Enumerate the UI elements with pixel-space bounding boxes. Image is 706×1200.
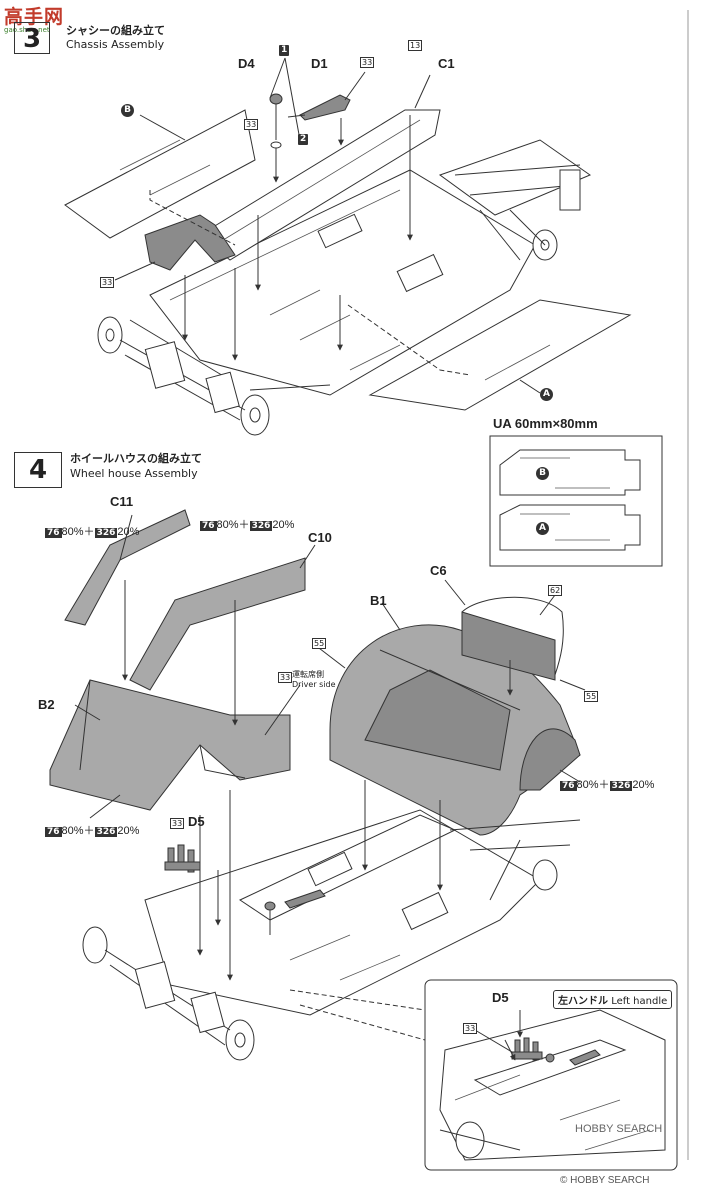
label-c1: C1: [438, 56, 455, 71]
driver-side-jp: 運転席側: [292, 670, 324, 679]
part-d5: [164, 844, 201, 873]
rear-suspension-step4: [449, 819, 581, 901]
inset-label-part-33: 33: [463, 1023, 478, 1034]
part-33-console: [144, 214, 236, 271]
paint-ratio-1: 80%＋: [576, 779, 610, 791]
inset-left-handle-label: 左ハンドル Left handle: [553, 990, 673, 1009]
label-part-33-driver: 33: [278, 672, 293, 683]
label-part-62: 62: [548, 585, 563, 596]
label-d4: D4: [238, 56, 255, 71]
paint-chip-76: 76: [560, 781, 577, 791]
front-suspension: [97, 316, 331, 436]
ua-label-a: A: [536, 522, 549, 535]
driver-side-en: Driver side: [292, 680, 336, 689]
label-d1: D1: [311, 56, 328, 71]
label-part-13: 13: [408, 40, 423, 51]
paint-chip-326: 326: [249, 521, 273, 531]
step-3-title-jp: シャシーの組み立て: [66, 24, 165, 37]
paint-ratio-2: 20%: [117, 825, 140, 837]
paint-chip-326: 326: [94, 528, 118, 538]
label-part-33-b: 33: [244, 119, 259, 130]
label-part-55-a: 55: [312, 638, 327, 649]
part-b2: [49, 679, 291, 811]
floor-panel-a: [368, 299, 632, 411]
paint-chip-76: 76: [45, 528, 62, 538]
paint-ratio-1: 80%＋: [61, 526, 95, 538]
label-part-1: 1: [279, 45, 290, 56]
paint-chip-76: 76: [45, 827, 62, 837]
ua-sheet-diagram: [489, 435, 663, 567]
ua-title: UA 60mm×80mm: [493, 416, 598, 431]
floor-panel-b: [64, 109, 256, 239]
inset-handle-en: Left handle: [611, 996, 668, 1007]
label-c6: C6: [430, 563, 447, 578]
paint-chip-326: 326: [94, 827, 118, 837]
watermark-hobby-search-copyright: © HOBBY SEARCH: [560, 1175, 650, 1186]
watermark-hobby-search: HOBBY SEARCH: [575, 1123, 663, 1135]
step-3-number: 3: [14, 22, 50, 54]
paint-chip-326: 326: [609, 781, 633, 791]
paint-ratio-2: 20%: [272, 519, 295, 531]
label-b2: B2: [38, 697, 55, 712]
label-d5: D5: [188, 814, 205, 829]
label-b1: B1: [370, 593, 387, 608]
label-b: B: [121, 104, 134, 117]
step-3-drawing: [64, 57, 632, 436]
inset-handle-jp: 左ハンドル: [558, 996, 608, 1007]
step-4-drawing: [49, 509, 586, 1061]
label-part-55-b: 55: [584, 691, 599, 702]
paint-ratio-2: 20%: [632, 779, 655, 791]
label-a: A: [540, 388, 553, 401]
paint-chip-76: 76: [200, 521, 217, 531]
inset-label-d5: D5: [492, 990, 509, 1005]
paint-ratio-1: 80%＋: [61, 825, 95, 837]
inset-d5-part: [511, 1037, 543, 1061]
label-c10: C10: [308, 530, 332, 545]
step-3-title-en: Chassis Assembly: [66, 38, 165, 51]
part-c6-face: [461, 611, 556, 681]
part-c11: [64, 509, 191, 626]
label-part-33-a: 33: [360, 57, 375, 68]
label-c11: C11: [110, 494, 134, 509]
part-d4-gear-lever: [269, 93, 283, 149]
ua-label-b: B: [536, 467, 549, 480]
inset-left-handle: [424, 979, 678, 1171]
paint-ratio-1: 80%＋: [216, 519, 250, 531]
step-4-title-en: Wheel house Assembly: [70, 467, 198, 480]
paint-ratio-2: 20%: [117, 526, 140, 538]
label-part-33-c: 33: [100, 277, 115, 288]
step-4-title-jp: ホイールハウスの組み立て: [70, 452, 202, 465]
rear-suspension: [438, 139, 592, 261]
label-part-33-d5: 33: [170, 818, 185, 829]
front-suspension-step4: [82, 926, 255, 1061]
watermark-logo-url: gao.shou.net: [4, 26, 50, 34]
part-c10: [129, 557, 306, 691]
label-part-2: 2: [298, 134, 309, 145]
part-d1-handbrake: [287, 94, 351, 121]
step-4-number: 4: [14, 452, 62, 488]
